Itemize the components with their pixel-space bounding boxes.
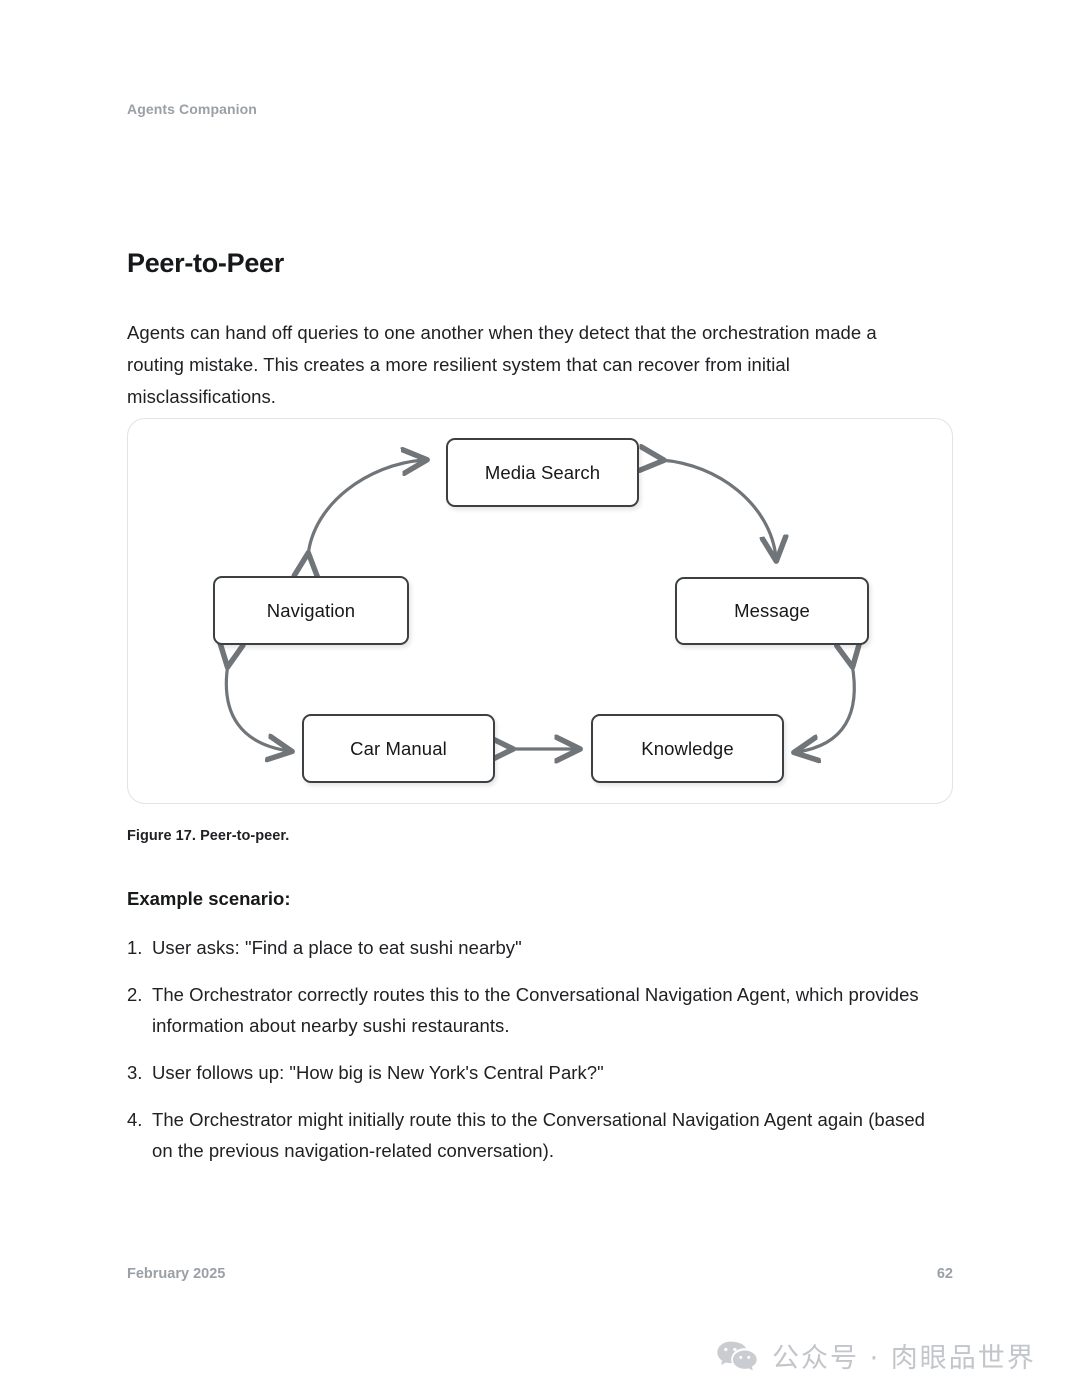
list-item-text: The Orchestrator correctly routes this t…: [152, 984, 919, 1036]
arrow-media-search-message: [661, 460, 776, 558]
list-item: 4. The Orchestrator might initially rout…: [127, 1104, 937, 1166]
peer-to-peer-arrows: [128, 419, 954, 805]
arrow-navigation-media-search: [308, 460, 424, 556]
node-car-manual-label: Car Manual: [350, 737, 447, 759]
node-knowledge-label: Knowledge: [641, 737, 734, 759]
footer-date: February 2025: [127, 1266, 226, 1282]
node-car-manual[interactable]: Car Manual: [302, 714, 495, 783]
arrow-message-knowledge: [797, 664, 854, 752]
watermark: 公众号 · 肉眼品世界: [716, 1336, 1036, 1375]
list-item-number: 1.: [127, 937, 143, 958]
example-scenario-list: 1. User asks: "Find a place to eat sushi…: [127, 932, 937, 1182]
example-scenario-heading: Example scenario:: [127, 888, 291, 909]
watermark-text: 公众号 · 肉眼品世界: [772, 1343, 1036, 1374]
list-item-text: User asks: "Find a place to eat sushi ne…: [152, 937, 522, 958]
arrow-navigation-car-manual: [226, 664, 289, 751]
list-item: 2. The Orchestrator correctly routes thi…: [127, 979, 937, 1041]
figure-container: Media Search Navigation Message Car Manu…: [127, 418, 953, 804]
node-navigation-label: Navigation: [266, 599, 356, 621]
node-message-label: Message: [734, 600, 810, 621]
page-title: Peer-to-Peer: [127, 248, 284, 279]
figure-diagram-canvas: [128, 419, 952, 803]
list-item-number: 2.: [127, 984, 143, 1005]
list-item-text: The Orchestrator might initially route t…: [152, 1109, 925, 1161]
intro-paragraph: Agents can hand off queries to one anoth…: [127, 321, 877, 407]
wechat-icon: [717, 1341, 757, 1371]
figure-caption: Figure 17. Peer-to-peer.: [127, 828, 290, 844]
list-item: 1. User asks: "Find a place to eat sushi…: [127, 932, 937, 963]
running-header: Agents Companion: [127, 101, 257, 117]
list-item-text: User follows up: "How big is New York's …: [152, 1062, 604, 1083]
list-item-number: 4.: [127, 1109, 143, 1130]
list-item-number: 3.: [127, 1062, 143, 1083]
footer-page-number: 62: [936, 1266, 953, 1282]
node-media-search[interactable]: Media Search: [446, 438, 639, 507]
node-navigation[interactable]: Navigation: [213, 576, 409, 645]
node-knowledge[interactable]: Knowledge: [591, 714, 784, 783]
node-message[interactable]: Message: [675, 577, 869, 645]
node-media-search-label: Media Search: [484, 461, 601, 483]
list-item: 3. User follows up: "How big is New York…: [127, 1057, 937, 1088]
